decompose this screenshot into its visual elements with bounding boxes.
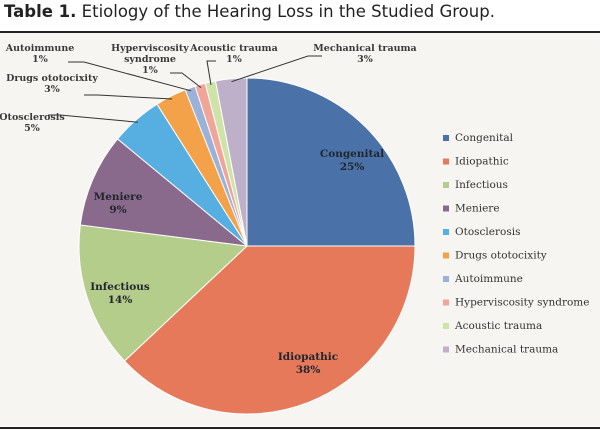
legend-swatch-autoimmune [443, 276, 449, 282]
pie-slice-meniere [79, 138, 249, 247]
caption-label: Table 1. [4, 2, 77, 21]
leader-line-drugs-ototocixity [84, 94, 173, 100]
bottom-rule [0, 427, 600, 429]
legend-label-acoustic-trauma: Acoustic trauma [454, 320, 542, 332]
pie-slice-congenital [246, 77, 416, 247]
top-rule [0, 31, 600, 33]
pie-slice-infectious [78, 224, 249, 362]
caption-text: Etiology of the Hearing Loss in the Stud… [81, 2, 495, 21]
legend-label-congenital: Congenital [455, 132, 514, 144]
legend-label-mechanical-trauma: Mechanical trauma [455, 344, 558, 356]
legend-swatch-congenital [443, 135, 449, 141]
leader-line-autoimmune [68, 61, 192, 92]
legend-swatch-acoustic-trauma [443, 323, 449, 329]
legend-label-drugs-ototocixity: Drugs ototocixity [455, 250, 547, 262]
table-caption: Table 1. Etiology of the Hearing Loss in… [4, 2, 596, 21]
legend-swatch-drugs-ototocixity [443, 252, 449, 259]
legend-label-hyperviscosity-syndrome: Hyperviscosity syndrome [455, 297, 589, 309]
legend-swatch-meniere [443, 205, 449, 212]
legend-label-idiopathic: Idiopathic [455, 156, 509, 168]
legend-swatch-otosclerosis [443, 229, 449, 235]
legend-swatch-infectious [443, 182, 449, 188]
legend-label-autoimmune: Autoimmune [454, 273, 523, 285]
leader-line-otosclerosis [48, 114, 138, 123]
legend-label-meniere: Meniere [455, 203, 500, 215]
leader-line-hyperviscosity-syndrome [170, 72, 202, 88]
legend-label-infectious: Infectious [455, 179, 508, 191]
legend-label-otosclerosis: Otosclerosis [455, 226, 520, 238]
leader-line-acoustic-trauma [206, 60, 216, 86]
legend-swatch-mechanical-trauma [443, 346, 449, 353]
leader-line-mechanical-trauma [231, 55, 322, 83]
pie-slice-mechanical-trauma [214, 77, 248, 247]
pie-slice-idiopathic [123, 245, 416, 415]
legend-swatch-hyperviscosity-syndrome [443, 299, 449, 306]
legend-swatch-idiopathic [443, 158, 449, 165]
